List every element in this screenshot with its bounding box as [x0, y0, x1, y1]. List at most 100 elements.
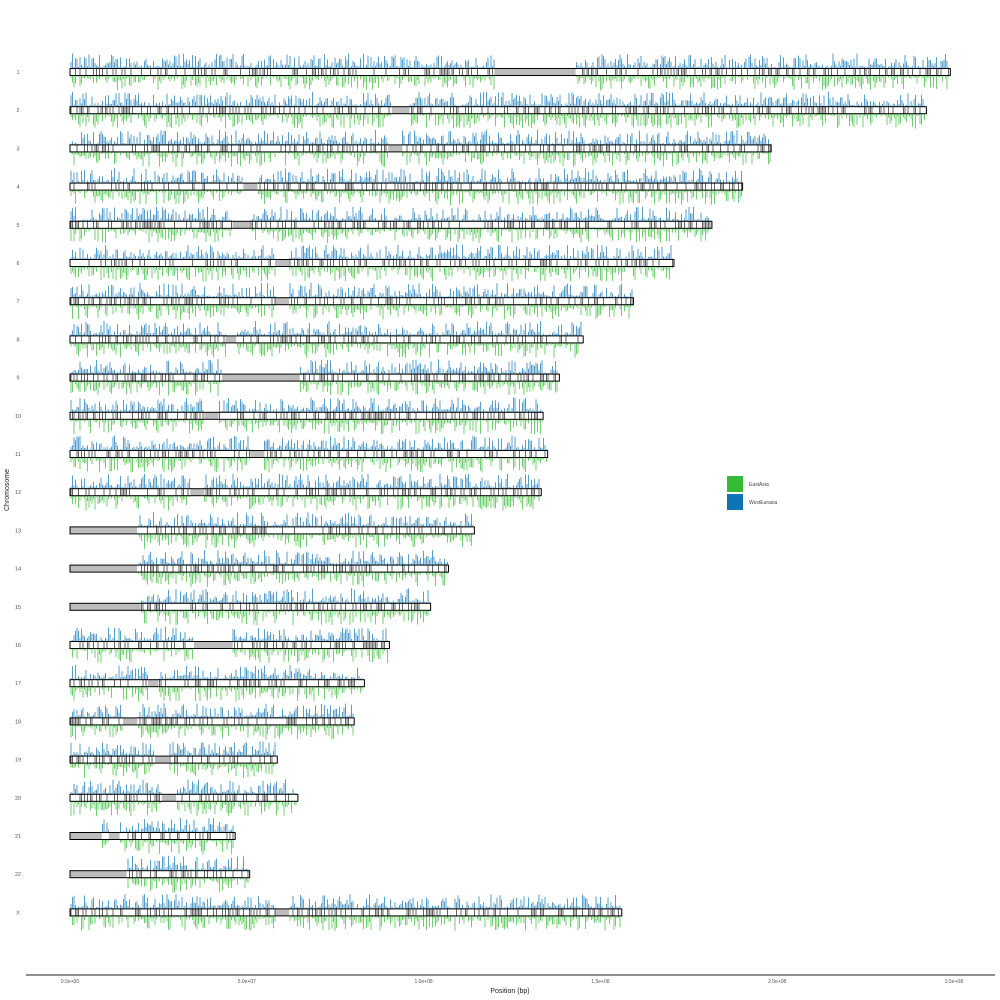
y-axis-title: Chromosome: [4, 469, 11, 511]
legend-label-westeurasia: WestEurasia: [749, 500, 777, 506]
x-tick-label: 0.0e+00: [61, 979, 79, 985]
chromosome-label: 9: [16, 376, 19, 382]
x-tick-label: 2.5e+08: [945, 979, 963, 985]
chromosome-label: 3: [16, 146, 19, 152]
chromosome-label: 1: [16, 70, 19, 76]
chromosome-2: 2: [16, 91, 927, 129]
variant-ticks: [70, 756, 273, 764]
chromosome-outline: [69, 297, 634, 306]
x-tick-label: 1.5e+08: [591, 979, 609, 985]
chromosome-19: 19: [15, 741, 278, 779]
signal-tracks: [70, 282, 633, 320]
gap-region: [243, 183, 258, 191]
chromosome-label: 17: [15, 681, 21, 687]
signal-tracks: [70, 894, 621, 931]
chromosome-outline: [69, 564, 450, 573]
chromosome-label: 2: [16, 108, 19, 114]
chromosome-10: 10: [15, 397, 544, 435]
chromosome-outline: [69, 68, 951, 76]
variant-ticks: [70, 297, 633, 305]
chromosome-outline: [69, 259, 675, 267]
gap-region: [275, 259, 290, 267]
signal-tracks: [70, 741, 276, 779]
variant-ticks: [73, 679, 355, 687]
legend: EastAsia WestEurasia: [727, 476, 777, 510]
variant-ticks: [70, 488, 540, 496]
x-tick-label: 1.0e+08: [414, 979, 432, 985]
chromosome-14: 14: [15, 550, 450, 587]
signal-tracks: [141, 588, 430, 626]
variant-ticks: [70, 908, 619, 916]
chromosome-label: 14: [15, 567, 21, 573]
signal-tracks: [70, 244, 673, 282]
chromosome-21: 21: [15, 817, 236, 855]
gap-region: [225, 335, 237, 343]
chromosome-outline: [69, 908, 623, 917]
chromosome-label: 10: [15, 414, 21, 420]
chromosome-12: 12: [15, 473, 542, 511]
chromosome-label: 6: [16, 261, 19, 267]
variant-ticks: [147, 526, 462, 534]
gap-region: [275, 297, 290, 305]
gap-region: [147, 679, 159, 687]
chromosome-label: 13: [15, 528, 21, 534]
chromosome-outline: [69, 373, 560, 382]
signal-tracks: [70, 397, 543, 435]
chromosome-5: 5: [16, 206, 713, 244]
chromosome-outline: [69, 450, 549, 458]
legend-label-eastasia: EastAsia: [749, 482, 769, 488]
chromosome-outline: [69, 526, 475, 535]
signal-tracks: [127, 855, 249, 893]
variant-ticks: [75, 335, 579, 343]
chromosome-X: X: [16, 894, 623, 931]
gap-region: [161, 794, 177, 802]
signal-tracks: [70, 359, 558, 396]
chromosome-outline: [69, 182, 744, 191]
chromosome-outline: [69, 106, 927, 115]
chromosome-4: 4: [16, 168, 744, 205]
chromosome-label: 8: [16, 337, 19, 343]
gap-region: [388, 144, 403, 152]
variant-ticks: [127, 832, 234, 840]
chromosome-8: 8: [16, 320, 584, 358]
chromosome-outline: [69, 793, 299, 802]
variant-ticks: [70, 374, 556, 382]
chromosome-label: 22: [15, 872, 21, 878]
x-axis-title: Position (bp): [490, 988, 529, 995]
chromosome-outline: [69, 335, 584, 344]
variant-ticks: [75, 68, 949, 76]
variant-ticks: [70, 717, 349, 725]
chromosome-label: 20: [15, 796, 21, 802]
chromosome-3: 3: [16, 129, 772, 167]
chromosome-7: 7: [16, 282, 634, 320]
chromosome-outline: [69, 870, 251, 879]
gap-region: [70, 870, 127, 878]
x-tick-label: 5.0e+07: [238, 979, 256, 985]
gap-region: [275, 908, 290, 916]
gap-region: [232, 221, 251, 229]
chromosome-label: 11: [15, 452, 21, 458]
chromosome-13: 13: [15, 512, 475, 549]
chromosome-outline: [69, 488, 542, 497]
chromosome-label: 16: [15, 643, 21, 649]
chromosome-outline: [69, 220, 713, 229]
gap-region: [70, 603, 141, 611]
chromosome-9: 9: [16, 359, 560, 396]
variant-ticks: [70, 106, 921, 114]
gap-region: [70, 832, 102, 840]
chromosome-17: 17: [15, 664, 365, 702]
variant-ticks: [70, 221, 711, 229]
signal-tracks: [70, 626, 388, 663]
variant-ticks: [76, 144, 771, 152]
variant-ticks: [76, 450, 546, 458]
chromosome-label: 12: [15, 490, 21, 496]
signal-tracks: [70, 168, 742, 205]
chromosome-outline: [69, 832, 236, 840]
signal-tracks: [70, 91, 925, 129]
gap-region: [204, 412, 219, 420]
variant-ticks: [88, 259, 673, 267]
gap-region: [494, 68, 576, 76]
